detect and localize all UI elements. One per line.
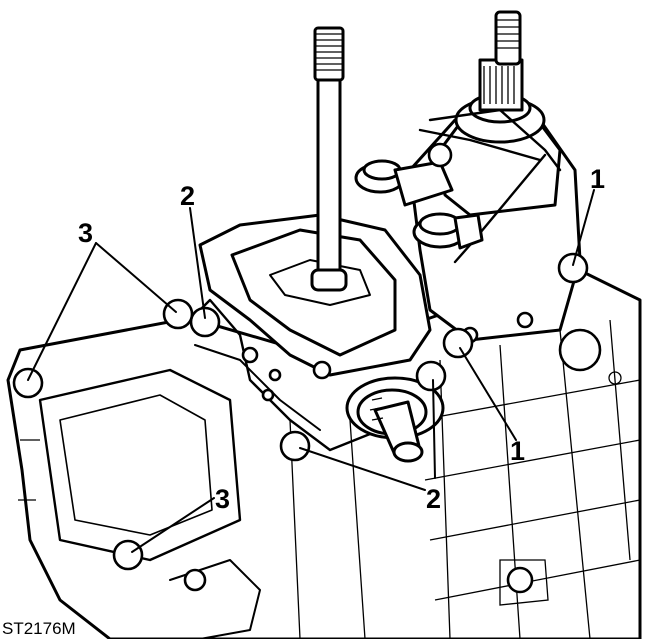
- gear-lever-shaft: [310, 26, 348, 292]
- callout-labels: 1 1 2 2 3 3: [78, 164, 605, 514]
- callout-1-front: 1: [510, 436, 525, 466]
- callout-2-upper: 2: [180, 181, 195, 211]
- gearbox-housing: [6, 266, 642, 641]
- callout-1-rear: 1: [590, 164, 605, 194]
- bolt-2-lower: [279, 430, 311, 462]
- output-shaft: [345, 376, 445, 463]
- bolt-1-rear: [557, 252, 589, 284]
- callout-2-lower: 2: [426, 484, 441, 514]
- callout-3-upper: 3: [78, 218, 93, 248]
- bolt-3-left: [12, 367, 44, 399]
- bolt-3-bottom: [112, 539, 144, 571]
- bolt-2-mid: [415, 360, 447, 392]
- figure-reference-code: ST2176M: [2, 619, 76, 638]
- callout-3-lower: 3: [215, 484, 230, 514]
- rear-housing: [354, 10, 602, 372]
- bolt-1-front: [442, 327, 474, 359]
- leader-lines: [27, 189, 595, 553]
- housing-bolts: [12, 252, 589, 571]
